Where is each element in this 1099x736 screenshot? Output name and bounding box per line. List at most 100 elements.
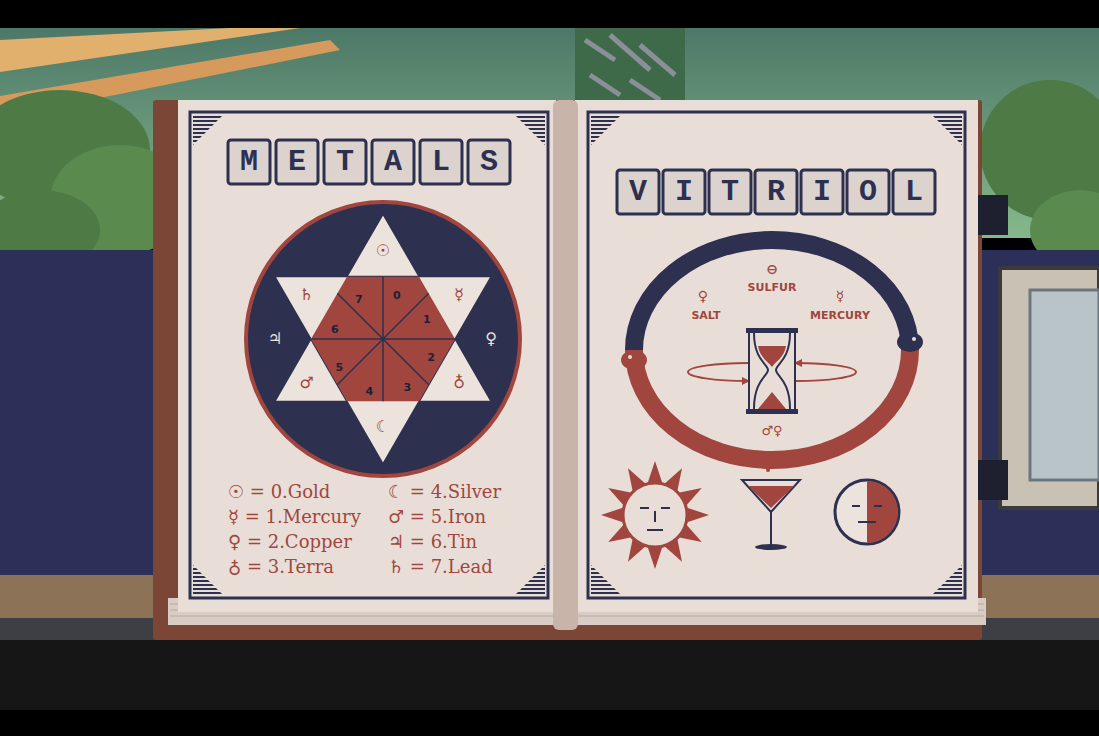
metal-symbol: ♁	[453, 374, 465, 392]
hourglass-cap	[746, 328, 798, 333]
metal-symbol: ☾	[376, 418, 390, 436]
face-features	[852, 506, 882, 522]
ouroboros	[621, 240, 923, 460]
sand	[758, 346, 786, 367]
page-frame	[588, 112, 965, 598]
page-heading: VITRIOL	[629, 170, 951, 214]
book-page: VITRIOL	[575, 100, 978, 625]
face-features	[640, 508, 670, 530]
sector-number: 2	[427, 352, 435, 364]
sun	[601, 461, 709, 569]
drink	[748, 486, 794, 508]
tower-pipes	[585, 35, 675, 100]
vine-tower	[575, 28, 685, 104]
metal-key: ♃ = 6.Tin	[388, 532, 477, 552]
alchemy-symbol: ♂♀	[761, 424, 782, 438]
serpent-eye	[912, 337, 916, 341]
corner-ornament	[932, 565, 962, 595]
alchemy-symbol: ♀	[698, 289, 708, 304]
book-clasp	[978, 460, 1008, 500]
hourglass-cap	[746, 409, 798, 414]
serpent-body	[634, 240, 910, 350]
metal-symbol: ♃	[268, 330, 282, 348]
corner-ornament	[591, 115, 621, 145]
sun-ray	[647, 545, 663, 569]
sector-number: 6	[331, 324, 339, 336]
metal-key: ☿ = 1.Mercury	[228, 507, 361, 527]
hexagram-disc	[246, 202, 520, 476]
metal-key: ♂ = 5.Iron	[388, 507, 486, 527]
metal-symbol: ☉	[376, 242, 390, 260]
book-spine	[553, 100, 578, 630]
corner-ornament	[193, 115, 223, 145]
moon	[835, 480, 899, 544]
sector-number: 0	[393, 290, 401, 302]
book-cover	[153, 100, 982, 640]
page-heading: METALS	[240, 140, 528, 184]
sun-ray	[601, 507, 625, 523]
glass-base	[755, 544, 787, 550]
metal-symbol: ♂	[300, 374, 314, 392]
sector-number: 4	[365, 386, 373, 398]
metal-key: ♁ = 3.Terra	[228, 557, 334, 577]
hourglass-glass	[754, 333, 790, 409]
wall	[0, 250, 160, 575]
sector-number: 5	[335, 362, 343, 374]
metal-key: ♀ = 2.Copper	[228, 532, 352, 552]
sun-ray	[647, 461, 663, 485]
sector-number: 3	[403, 382, 411, 394]
serpent-head	[621, 350, 647, 370]
alchemy-symbol: ☿	[836, 289, 845, 304]
wall	[980, 250, 1099, 575]
metal-symbol: ♄	[300, 286, 314, 304]
bubble	[769, 454, 772, 457]
alchemy-label: SULFUR	[748, 282, 797, 294]
window-frame	[1000, 268, 1099, 508]
left-page	[178, 100, 556, 612]
metal-symbol: ♀	[485, 330, 497, 348]
corner-ornament	[591, 565, 621, 595]
serpent-head	[897, 332, 923, 352]
metal-key: ☉ = 0.Gold	[228, 482, 330, 502]
moon-shadow	[867, 481, 898, 543]
hourglass-post	[749, 333, 795, 409]
sector-number: 7	[355, 294, 363, 306]
moon-disc	[835, 480, 899, 544]
corner-ornament	[932, 115, 962, 145]
sector-number: 1	[423, 314, 431, 326]
glass-bowl	[742, 480, 800, 512]
book-clasp	[978, 195, 1008, 235]
orbit-arrow	[796, 363, 856, 381]
corner-ornament	[193, 565, 223, 595]
alchemy-symbol: ⊖	[766, 262, 778, 277]
serpent-eye	[628, 355, 632, 359]
metal-key: ☾ = 4.Silver	[388, 482, 501, 502]
corner-ornament	[515, 115, 545, 145]
window-pane	[1030, 290, 1099, 480]
sand	[758, 392, 786, 409]
sun-face	[623, 483, 687, 547]
page-frame	[190, 112, 548, 598]
metal-symbol: ☿	[454, 286, 464, 304]
sector-lines	[305, 270, 461, 408]
floor-shadow	[0, 640, 1099, 710]
sun-ray	[685, 507, 709, 523]
right-page	[575, 100, 978, 612]
alchemy-label: MERCURY	[810, 310, 870, 322]
alchemy-label: SALT	[691, 310, 720, 322]
bubble	[766, 468, 770, 472]
martini-glass	[742, 454, 800, 551]
hourglass	[688, 328, 856, 414]
hexagram	[246, 202, 520, 476]
bubble	[774, 461, 777, 464]
corner-ornament	[515, 565, 545, 595]
orbit-arrow	[688, 363, 748, 381]
glass-stem	[770, 512, 772, 545]
metal-key: ♄ = 7.Lead	[388, 557, 493, 577]
